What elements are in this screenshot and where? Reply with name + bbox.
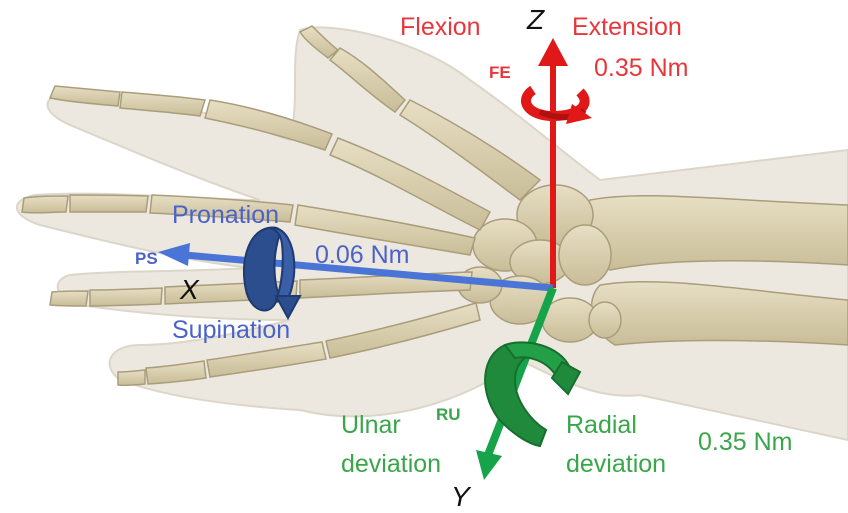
x-axis-label: X [180,276,199,304]
ps-torque-label: 0.06 Nm [315,243,409,268]
fe-torque-label: 0.35 Nm [594,56,688,81]
fe-tag: FE [489,64,511,81]
ps-tag: PS [135,250,158,267]
z-axis-label: Z [527,6,544,34]
radial-deviation-label: deviation [566,452,666,477]
extension-label: Extension [572,15,682,40]
fe-rotation-arrow [526,90,592,124]
pronation-label: Pronation [172,203,279,228]
radial-label: Radial [566,413,637,438]
ru-torque-label: 0.35 Nm [698,430,792,455]
ru-tag: RU [436,406,461,423]
flexion-label: Flexion [400,15,481,40]
ulnar-deviation-label: deviation [341,452,441,477]
supination-label: Supination [172,318,290,343]
y-axis-label: Y [451,483,470,511]
ulnar-label: Ulnar [341,413,401,438]
